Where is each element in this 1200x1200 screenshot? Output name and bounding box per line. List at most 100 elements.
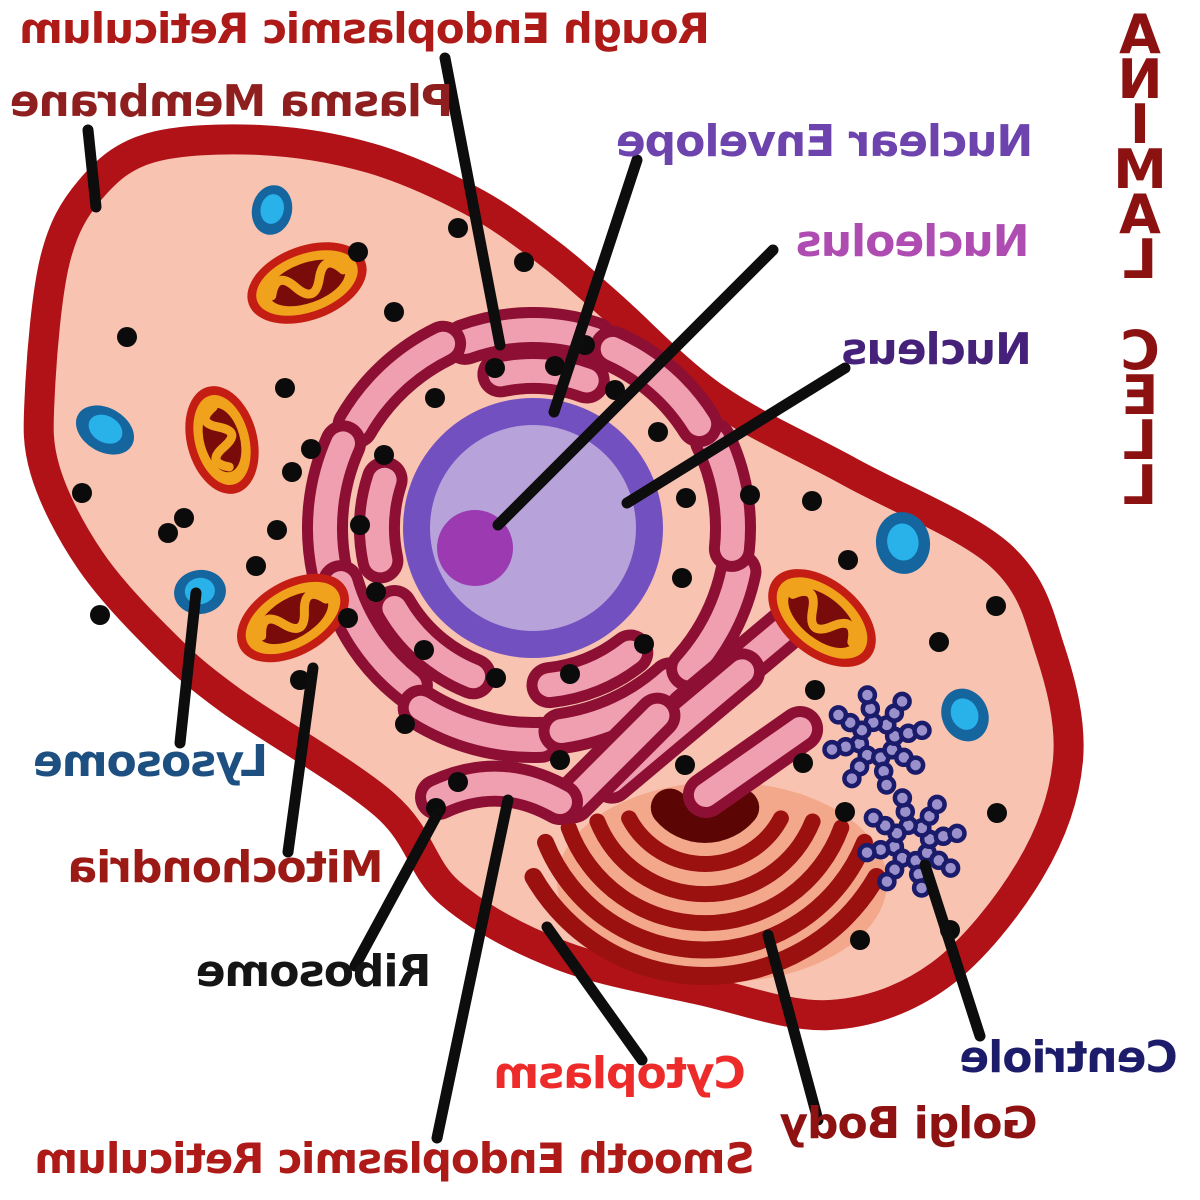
ribosome-dot (395, 714, 415, 734)
label-centriole: Centriole (960, 1032, 1178, 1083)
centriole-bead (876, 775, 897, 795)
centriole-bead (863, 808, 884, 828)
golgi-cisterna (621, 810, 789, 872)
mitochondrion (237, 573, 349, 663)
centriole-bead (822, 739, 842, 760)
mitochondrion (247, 242, 367, 324)
ribosome-dot (986, 596, 1006, 616)
label-lysosome: Lysosome (33, 736, 269, 787)
ribosome-dot (545, 356, 565, 376)
mitochondrion (185, 386, 259, 494)
golgi-cisterna (560, 819, 850, 932)
ribosome-dot (290, 670, 310, 690)
ribosome-dot (850, 930, 870, 950)
leader-line-nuclear-envelope (548, 154, 643, 418)
ribosome-dot (560, 664, 580, 684)
mitochondrion-cristae (200, 402, 237, 472)
ribosome-dot (448, 772, 468, 792)
ribosome-dot (267, 520, 287, 540)
rough-er (549, 668, 683, 743)
smooth-er (693, 717, 813, 807)
label-cytoplasm: Cytoplasm (494, 1048, 746, 1099)
centriole-bead (892, 691, 912, 712)
mitochondrion-cristae (788, 586, 858, 647)
leader-line-golgi-body (762, 929, 824, 1126)
ribosome-dot (282, 462, 302, 482)
ribosome-dot (672, 568, 692, 588)
leader-line-plasma-membrane (82, 124, 102, 213)
label-mitochondria: Mitochondria (68, 842, 384, 893)
ribosome-dot (802, 491, 822, 511)
label-golgi-body: Golgi Body (780, 1098, 1038, 1149)
ribosome-dot (486, 668, 506, 688)
leader-line-nucleus (621, 362, 851, 509)
ribosome-dot (90, 605, 110, 625)
rough-er (343, 331, 456, 438)
lysosome-vesicle-lumen (88, 414, 123, 444)
ribosome-dot (117, 327, 137, 347)
ribosome-dot (605, 380, 625, 400)
ribosome-dot (72, 483, 92, 503)
ribosome-dot (246, 556, 266, 576)
rough-er (537, 640, 643, 698)
ribosome-dot (740, 485, 760, 505)
centriole-bead (857, 685, 878, 705)
centriole-bead (940, 858, 961, 878)
leader-line-cytoplasm (541, 921, 648, 1066)
golgi-cisterna (537, 833, 873, 959)
centriole-bead (842, 768, 862, 789)
golgi-cisterna (650, 788, 760, 843)
centriole-bead (927, 794, 947, 815)
ribosome-dot (384, 302, 404, 322)
lysosome-vesicle-lumen (950, 698, 979, 730)
label-nuclear-envelope: Nuclear Envelope (616, 116, 1034, 167)
ribosome-dot (514, 252, 534, 272)
mitochondrion (768, 569, 876, 667)
ribosome-dot (838, 550, 858, 570)
ribosome-dot (158, 523, 178, 543)
leader-line-smooth-er (431, 794, 514, 1144)
ribosome-dot (275, 378, 295, 398)
centriole-bead (947, 823, 967, 844)
ribosome-dot (675, 755, 695, 775)
title-letter: L (1122, 454, 1158, 517)
ribosome-dot (448, 218, 468, 238)
label-nucleus: Nucleus (842, 324, 1032, 375)
ribosome-dot (350, 515, 370, 535)
leader-line-nucleolus (492, 244, 779, 531)
label-ribosome: Ribosome (196, 946, 432, 997)
rough-er (408, 695, 553, 752)
leader-line-rough-er (439, 52, 506, 351)
rough-er (677, 559, 751, 681)
label-smooth-endoplasmic-reticulum: Smooth Endoplasmic Reticulum (35, 1134, 755, 1183)
leader-line-centriole (919, 859, 986, 1042)
ribosome-dot (648, 422, 668, 442)
rough-er (365, 467, 397, 573)
centriole-bead (877, 871, 897, 892)
golgi-cisterna (524, 868, 886, 986)
leader-line-lysosome (174, 587, 202, 749)
rough-er (600, 336, 712, 437)
centriole-bead (912, 720, 932, 741)
ribosome-dot (793, 753, 813, 773)
ribosome-dot (676, 488, 696, 508)
mitochondrion-matrix (788, 587, 856, 649)
rough-er (313, 431, 355, 584)
label-plasma-membrane: Plasma Membrane (10, 76, 454, 127)
ribosome-dot (374, 445, 394, 465)
mitochondrion-cristae (257, 589, 331, 641)
ribosome-dot (301, 439, 321, 459)
centriole-bead (892, 788, 913, 808)
lysosome-vesicle-lumen (887, 523, 919, 561)
lysosome-vesicle-lumen (260, 194, 284, 224)
ribosome-dot (805, 680, 825, 700)
centriole-bead (828, 705, 849, 725)
label-rough-endoplasmic-reticulum: Rough Endoplasmic Reticulum (20, 4, 710, 53)
smooth-er (560, 703, 670, 813)
ribosome-dot (835, 802, 855, 822)
ribosome-dot (634, 634, 654, 654)
ribosome-dot (929, 632, 949, 652)
